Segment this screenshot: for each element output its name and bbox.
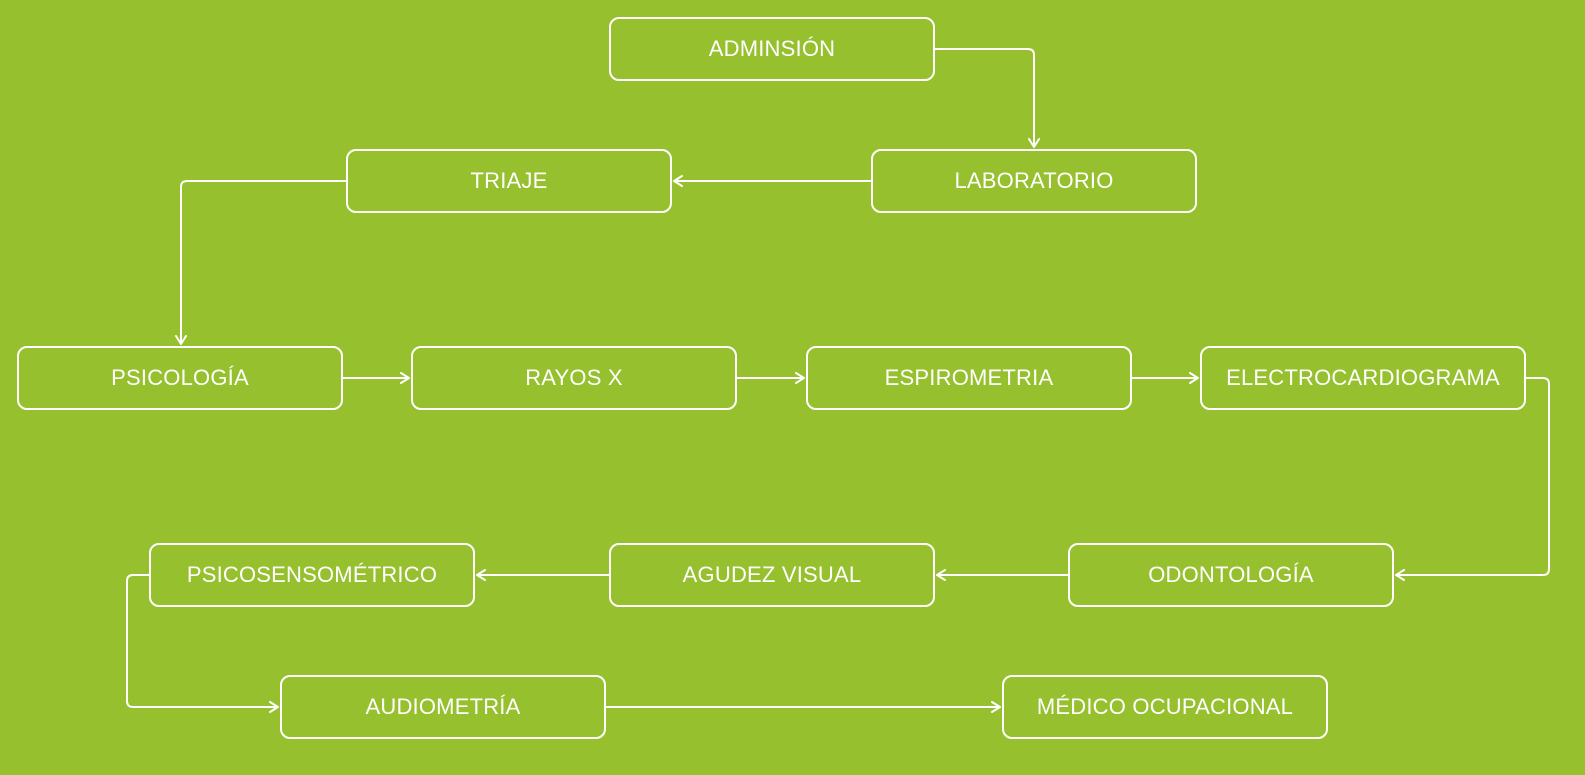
node-admision: ADMINSIÓN	[609, 17, 935, 81]
connector-triaje-psicologia	[175, 180, 346, 345]
node-medico-ocupacional: MÉDICO OCUPACIONAL	[1002, 675, 1328, 739]
node-laboratorio: LABORATORIO	[871, 149, 1197, 213]
node-odontologia: ODONTOLOGÍA	[1068, 543, 1394, 607]
node-rayos-x: RAYOS X	[411, 346, 737, 410]
connector-psicosensometrico-audiometria	[126, 574, 279, 713]
node-espirometria: ESPIROMETRIA	[806, 346, 1132, 410]
connector-electrocardiograma-odontologia	[1395, 377, 1550, 581]
node-agudez-visual: AGUDEZ VISUAL	[609, 543, 935, 607]
node-triaje: TRIAJE	[346, 149, 672, 213]
node-electrocardiograma: ELECTROCARDIOGRAMA	[1200, 346, 1526, 410]
connector-admision-laboratorio	[935, 48, 1040, 148]
node-audiometria: AUDIOMETRÍA	[280, 675, 606, 739]
node-psicosensometrico: PSICOSENSOMÉTRICO	[149, 543, 475, 607]
node-psicologia: PSICOLOGÍA	[17, 346, 343, 410]
